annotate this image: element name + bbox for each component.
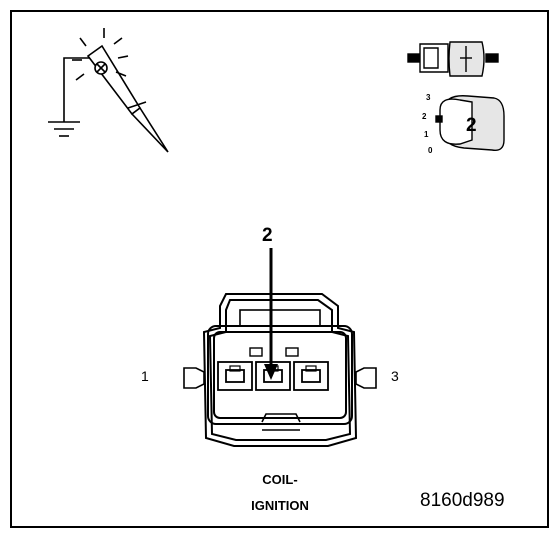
callout-arrow	[264, 248, 278, 380]
view-number: 2	[466, 115, 477, 136]
connector-name-line2: IGNITION	[251, 498, 309, 513]
connector-side-view-icon	[407, 41, 499, 77]
figure-border	[10, 10, 549, 528]
pin-label-right: 3	[391, 368, 399, 384]
scale-mark-3: 3	[426, 93, 431, 102]
figure-id: 8160d989	[420, 490, 505, 511]
connector-body	[183, 293, 377, 447]
test-probe-ground-icon	[48, 28, 169, 153]
connector-name: COIL-	[262, 472, 298, 487]
callout-pin-label: 2	[262, 225, 273, 246]
cavity-position-icon	[435, 95, 505, 151]
terminal-cavity-1	[217, 361, 253, 391]
scale-mark-2: 2	[422, 112, 427, 121]
scale-mark-1: 1	[424, 130, 429, 139]
terminal-cavity-3	[293, 361, 329, 391]
pin-label-left: 1	[141, 368, 149, 384]
scale-mark-0: 0	[428, 146, 433, 155]
